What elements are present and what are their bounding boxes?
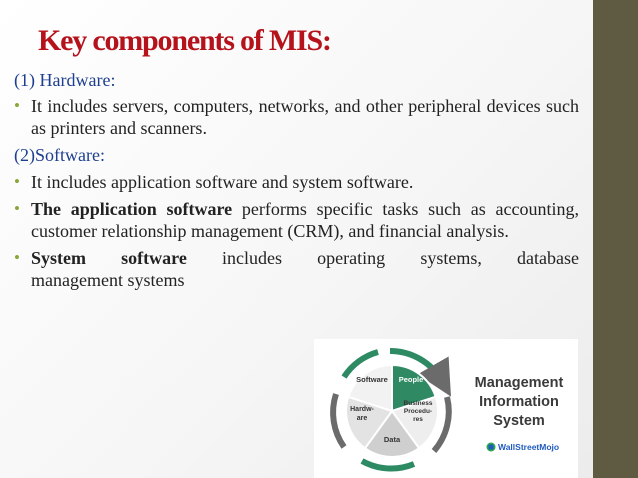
segment-label-data: Data (384, 435, 401, 444)
bullet-hardware: • It includes servers, computers, networ… (14, 95, 579, 139)
bullet-icon: • (14, 199, 20, 218)
bullet-bold-term: System software (31, 248, 187, 268)
bullet-system-software: • System software includes operating sys… (14, 247, 579, 291)
cycle-arrow (389, 347, 452, 397)
slide: Key components of MIS: (1) Hardware: • I… (0, 0, 593, 478)
bullet-bold-term: The application software (31, 199, 233, 219)
bullet-icon: • (14, 172, 20, 191)
cycle-arrow (330, 393, 347, 449)
bullet-text: performs specific tasks such as accounti… (31, 199, 580, 241)
segment-label-people: People (399, 375, 424, 384)
slide-title: Key components of MIS: (38, 24, 332, 57)
segment-label-hardware: Hardw-are (350, 406, 374, 422)
software-heading: (2)Software: (14, 145, 105, 165)
hardware-heading: (1) Hardware: (14, 70, 116, 90)
decorative-sidebar (593, 0, 638, 478)
bullet-text: includes operating systems, database (186, 248, 579, 268)
segment-business-procedures (390, 395, 439, 450)
logo-line: Information (479, 394, 559, 410)
segment-label-software: Software (356, 375, 388, 384)
wallstreetmojo-logo-icon (486, 442, 496, 452)
segment-data (363, 409, 421, 458)
segment-software (347, 363, 393, 413)
bullet-text: It includes servers, computers, networks… (31, 96, 579, 138)
mis-logo-text: Management Information System (470, 374, 568, 431)
bullet-text: It includes application software and sys… (31, 172, 414, 192)
bullet-icon: • (14, 96, 20, 115)
cycle-arrow (341, 349, 379, 379)
bullet-application-software: • The application software performs spec… (14, 198, 579, 242)
cycle-arrow (360, 458, 416, 472)
bullet-icon: • (14, 248, 20, 267)
logo-line: Management (474, 375, 564, 391)
cycle-arrow (431, 396, 452, 453)
segment-hardware (345, 395, 394, 450)
logo-line: System (493, 413, 545, 429)
brand-label: WallStreetMojo (498, 442, 560, 452)
slide-content: (1) Hardware: • It includes servers, com… (14, 69, 579, 296)
bullet-software: • It includes application software and s… (14, 171, 579, 193)
bullet-text-cont: management systems (31, 270, 185, 290)
